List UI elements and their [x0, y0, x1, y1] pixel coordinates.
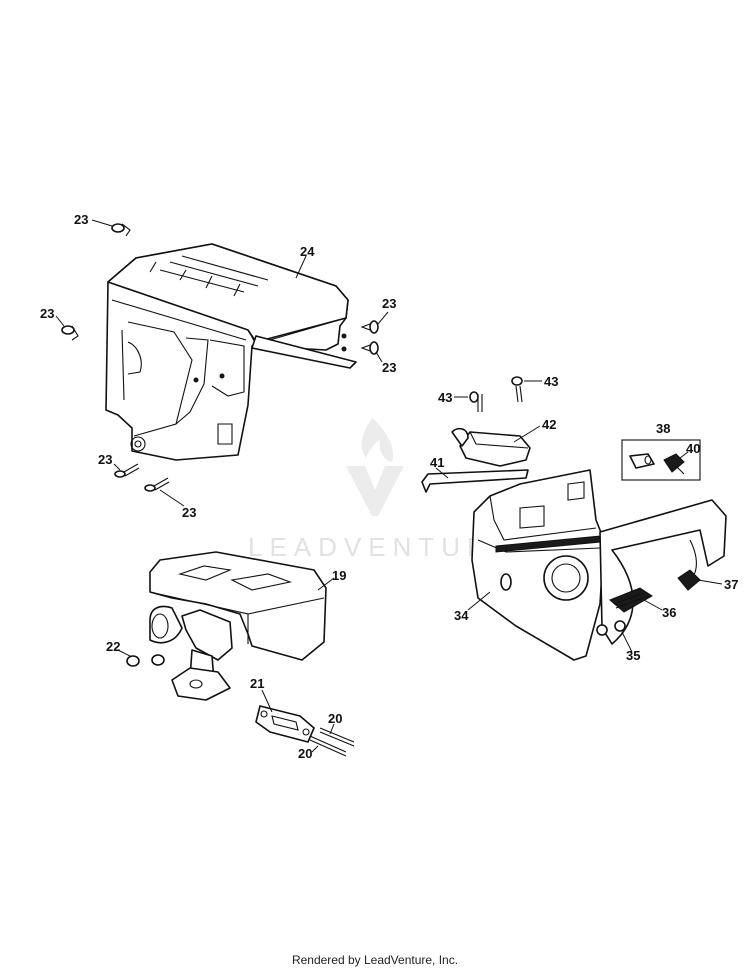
nut-22-b	[151, 654, 165, 666]
callout-24: 24	[300, 244, 315, 259]
inset-box-38	[621, 439, 701, 481]
rod-41-part	[421, 469, 529, 493]
callout-19: 19	[332, 568, 346, 583]
callout-23: 23	[382, 296, 396, 311]
stud-20-b	[309, 735, 347, 757]
right-housing-part	[471, 469, 605, 661]
callout-35: 35	[626, 648, 640, 663]
bolt-23-f	[144, 477, 170, 492]
lower-housing-part	[149, 551, 327, 701]
callout-20: 20	[328, 711, 342, 726]
gasket-part	[255, 705, 315, 743]
knob-37-part	[677, 569, 701, 591]
callout-21: 21	[250, 676, 264, 691]
nut-35-a	[596, 624, 608, 636]
callout-36: 36	[662, 605, 676, 620]
bolt-23-d	[360, 341, 379, 355]
callout-40: 40	[686, 441, 700, 456]
callout-38: 38	[656, 421, 670, 436]
screw-43-a	[469, 391, 483, 412]
bolt-23-b	[61, 325, 79, 341]
knob-36-part	[609, 587, 653, 613]
callout-23: 23	[74, 212, 88, 227]
bolt-23-e	[114, 463, 140, 478]
callout-20: 20	[298, 746, 312, 761]
stud-20-a	[319, 727, 355, 747]
callout-41: 41	[430, 455, 444, 470]
callout-42: 42	[542, 417, 556, 432]
bolt-23-c	[360, 320, 379, 334]
watermark-text: LEADVENTURE	[248, 532, 517, 562]
callout-23: 23	[40, 306, 54, 321]
callout-labels: 23 23 24 23 23 23 23 19 22 21 20 20 43 4…	[40, 212, 738, 761]
bolt-23-a	[111, 223, 131, 237]
bracket-42-part	[451, 427, 531, 467]
callout-23: 23	[382, 360, 396, 375]
nut-35-b	[614, 620, 626, 632]
callout-22: 22	[106, 639, 120, 654]
callout-37: 37	[724, 577, 738, 592]
screw-43-b	[511, 376, 523, 403]
footer-credit: Rendered by LeadVenture, Inc.	[291, 953, 459, 967]
callout-43: 43	[438, 390, 452, 405]
leadventure-watermark: LEADVENTURE	[248, 418, 517, 562]
callout-43: 43	[544, 374, 558, 389]
callout-23: 23	[98, 452, 112, 467]
callout-34: 34	[454, 608, 469, 623]
callout-23: 23	[182, 505, 196, 520]
leader-lines	[55, 219, 723, 753]
upper-shroud-part	[105, 243, 357, 461]
nut-22-a	[126, 655, 140, 667]
